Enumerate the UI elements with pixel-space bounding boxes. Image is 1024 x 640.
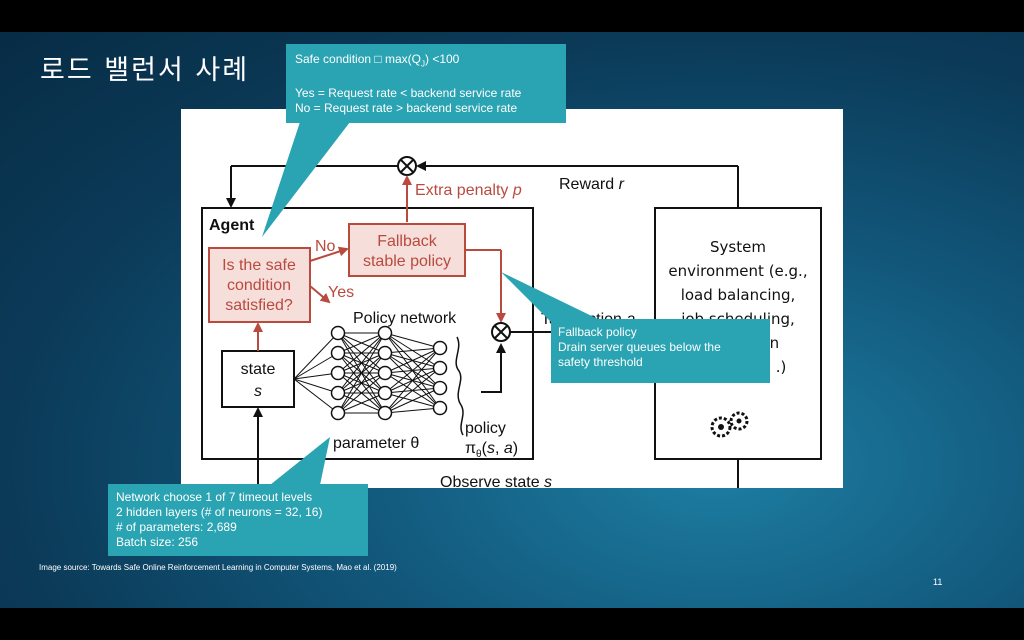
policy-formula-label: πθ(s, a)	[465, 440, 518, 460]
safe-condition-yes: Yes = Request rate < backend service rat…	[295, 86, 522, 101]
network-input-edge	[293, 332, 339, 380]
safe-box-line-1: Is the safe	[222, 257, 296, 274]
network-neuron	[330, 405, 346, 421]
network-line-1: Network choose 1 of 7 timeout levels	[116, 490, 313, 504]
system-env-line-6: .)	[776, 358, 787, 376]
page-number: 11	[933, 577, 943, 587]
slide: 로드 밸런서 사례 Agent System environment (e.g.…	[0, 32, 1024, 608]
safe-condition-callout: Safe condition □ max(QJ) <100 Yes = Requ…	[286, 44, 566, 123]
network-edge	[337, 332, 386, 414]
network-line-4: Batch size: 256	[116, 535, 199, 549]
safe-condition-box	[208, 247, 311, 323]
observe-state-label: Observe state s	[440, 474, 552, 488]
yes-label: Yes	[328, 284, 354, 301]
network-edge	[384, 347, 441, 354]
network-neuron	[432, 400, 448, 416]
network-edge	[384, 387, 441, 414]
network-line-2: 2 hidden layers (# of neurons = 32, 16)	[116, 505, 323, 519]
network-edge	[384, 407, 441, 414]
network-neuron	[377, 325, 393, 341]
safe-box-line-2: condition	[227, 277, 291, 294]
network-input-edge	[293, 352, 339, 380]
network-input-edge	[293, 378, 339, 414]
network-edge	[384, 332, 441, 349]
network-details-callout: Network choose 1 of 7 timeout levels 2 h…	[108, 484, 368, 556]
network-edge	[384, 347, 441, 374]
system-env-line-1: System	[710, 238, 766, 256]
system-env-line-2: environment (e.g.,	[668, 262, 807, 280]
agent-box	[201, 207, 534, 460]
safe-condition-text: Safe condition □ max(QJ) <100	[295, 52, 460, 69]
fallback-line-1: Fallback policy	[558, 325, 637, 339]
state-box-line-2: s	[254, 383, 262, 400]
state-box	[221, 350, 295, 408]
fallback-line-2: Drain server queues below the	[558, 340, 721, 354]
network-neuron	[330, 365, 346, 381]
policy-network-label: Policy network	[353, 310, 457, 327]
network-neuron	[330, 385, 346, 401]
network-line-3: # of parameters: 2,689	[116, 520, 237, 534]
network-neuron	[330, 325, 346, 341]
network-neuron	[377, 405, 393, 421]
gears-icon	[710, 411, 749, 438]
no-arrow	[309, 246, 349, 262]
safe-condition-no: No = Request rate > backend service rate	[295, 101, 518, 116]
slide-title: 로드 밸런서 사례	[40, 55, 250, 86]
fallback-policy-box	[348, 223, 466, 277]
agent-label: Agent	[209, 217, 255, 234]
network-edge	[337, 372, 386, 414]
network-neuron	[432, 360, 448, 376]
parameter-label: parameter θ	[333, 435, 419, 452]
state-box-line-1: state	[241, 361, 276, 378]
policy-network-graph	[293, 325, 448, 421]
no-label: No	[315, 238, 336, 255]
reward-label: Reward r	[559, 176, 625, 193]
network-neuron	[377, 365, 393, 381]
agent-diagram: Agent System environment (e.g., load bal…	[181, 109, 843, 488]
network-edge	[384, 347, 441, 414]
policy-label: policy	[465, 420, 506, 437]
yes-arrow	[309, 285, 331, 304]
image-source-caption: Image source: Towards Safe Online Reinfo…	[39, 563, 397, 572]
network-edge	[337, 392, 386, 414]
network-edge	[337, 332, 386, 354]
network-neuron	[377, 345, 393, 361]
network-edge	[337, 332, 386, 394]
network-edge	[337, 352, 386, 414]
extra-penalty-label: Extra penalty p	[415, 182, 522, 199]
policy-output-line	[481, 343, 506, 393]
network-neuron	[432, 380, 448, 396]
network-neuron	[377, 385, 393, 401]
policy-distribution-icon	[455, 336, 464, 436]
network-input-edge	[293, 378, 339, 394]
fallback-box-line-1: Fallback	[377, 233, 438, 250]
system-env-line-3: load balancing,	[681, 286, 796, 304]
network-input-edge	[293, 372, 339, 380]
fallback-policy-callout: Fallback policy Drain server queues belo…	[551, 319, 770, 383]
fallback-box-line-2: stable policy	[363, 253, 451, 270]
network-neuron	[330, 345, 346, 361]
network-neuron	[432, 340, 448, 356]
network-edge	[384, 347, 441, 394]
fallback-line-3: safety threshold	[558, 355, 643, 369]
safe-box-line-3: satisfied?	[225, 297, 293, 314]
network-edge	[384, 367, 441, 414]
network-edge	[337, 332, 386, 374]
